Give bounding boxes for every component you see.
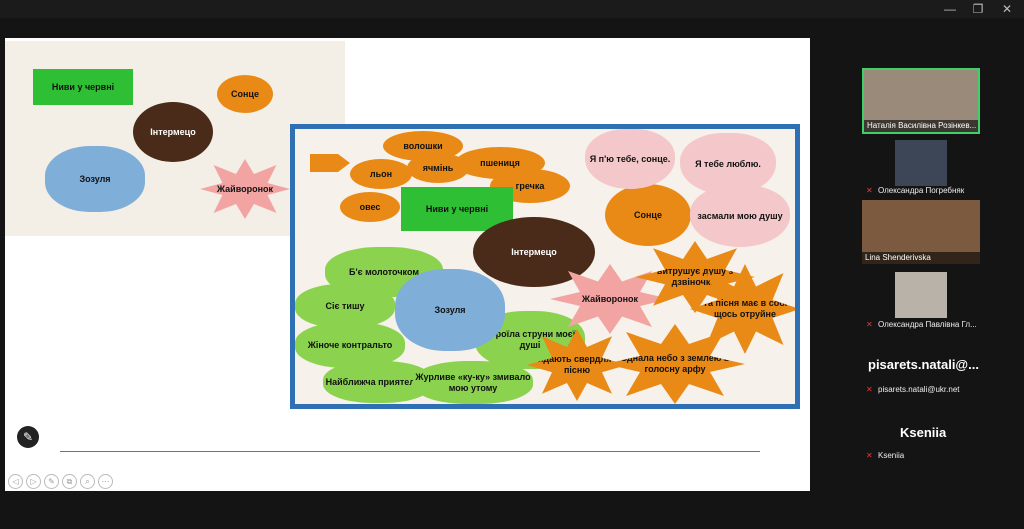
slide-toolbar: ◁ ▷ ✎ ⧉ ⌕ ⋯	[8, 474, 113, 489]
participant-avatar-4[interactable]	[895, 272, 947, 318]
big-diagram: волошки льон ячмінь пшениця гречка овес …	[295, 129, 795, 404]
blue-cloud-big: Зозуля	[395, 269, 505, 351]
heart-2: Я тебе люблю.	[680, 133, 776, 195]
zoom-icon[interactable]: ⌕	[80, 474, 95, 489]
flag-shape-big: Ниви у червні	[401, 187, 513, 231]
divider-line	[60, 451, 760, 452]
next-icon[interactable]: ▷	[26, 474, 41, 489]
annotate-pen-icon[interactable]: ✎	[17, 426, 39, 448]
oval-oves: овес	[340, 192, 400, 222]
sun-shape-big: Сонце	[605, 184, 691, 246]
participant-name-6: ✕Kseniia	[866, 451, 905, 460]
participant-name: Lina Shenderivska	[862, 252, 980, 264]
mic-muted-icon: ✕	[866, 451, 873, 460]
green-cloud-5: Журливе «ку-ку» змивало мою утому	[413, 361, 533, 404]
big-diagram-frame: волошки льон ячмінь пшениця гречка овес …	[290, 124, 800, 409]
window-titlebar: — ❐ ✕	[0, 0, 1024, 18]
close-icon[interactable]: ✕	[1001, 2, 1013, 16]
more-icon[interactable]: ⋯	[98, 474, 113, 489]
mic-muted-icon: ✕	[866, 320, 873, 329]
pen-tool-icon[interactable]: ✎	[44, 474, 59, 489]
participant-tile-3[interactable]: Lina Shenderivska	[862, 200, 980, 264]
oval-lon: льон	[350, 159, 412, 189]
arrow-shape	[310, 154, 350, 172]
prev-icon[interactable]: ◁	[8, 474, 23, 489]
participant-avatar-2[interactable]	[895, 140, 947, 186]
participant-name: Наталія Василівна Розінкев...	[864, 120, 978, 132]
participant-name-5: ✕pisarets.natali@ukr.net	[866, 385, 960, 394]
green-cloud-3: Жіноче контральто	[295, 322, 405, 368]
shared-slide: Ниви у червні Сонце Інтермецо Зозуля Жай…	[5, 38, 810, 491]
small-diagram: Ниви у червні Сонце Інтермецо Зозуля Жай…	[5, 41, 345, 236]
participant-name-4: ✕Олександра Павлівна Гл...	[866, 320, 977, 329]
heart-3: засмали мою душу	[690, 185, 790, 247]
mic-muted-icon: ✕	[866, 186, 873, 195]
flag-shape: Ниви у червні	[33, 69, 133, 105]
cloud-shape: Зозуля	[45, 146, 145, 212]
green-cloud-2: Сіє тишу	[295, 284, 395, 328]
participant-big-name-5: pisarets.natali@...	[868, 357, 979, 372]
wood-shape: Інтермецо	[133, 102, 213, 162]
participant-name-2: ✕Олександра Погребняк	[866, 186, 965, 195]
heart-1: Я п'ю тебе, сонце.	[585, 129, 675, 189]
participant-tile-1[interactable]: Наталія Василівна Розінкев...	[862, 68, 980, 134]
minimize-icon[interactable]: —	[944, 2, 956, 16]
lark-star-shape: Жайворонок	[200, 159, 290, 219]
participant-big-name-6: Kseniia	[900, 425, 947, 440]
mic-muted-icon: ✕	[866, 385, 873, 394]
sun-shape: Сонце	[217, 75, 273, 113]
copy-icon[interactable]: ⧉	[62, 474, 77, 489]
restore-icon[interactable]: ❐	[972, 2, 984, 16]
